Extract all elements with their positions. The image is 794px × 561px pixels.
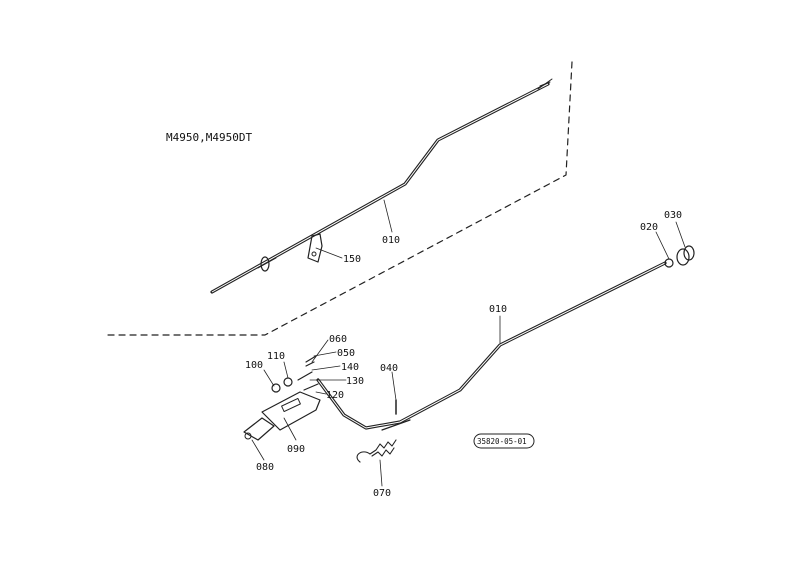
- leader-lines: [251, 199, 686, 487]
- knob-030: [676, 245, 695, 266]
- lower-rod-010: [316, 261, 667, 431]
- label-130: 130: [346, 376, 364, 387]
- label-090: 090: [287, 444, 305, 455]
- model-boundary-dashed: [104, 61, 573, 336]
- label-040: 040: [380, 363, 398, 374]
- label-110: 110: [267, 351, 285, 362]
- upper-rod-collar: [257, 256, 277, 272]
- lever-assembly: [243, 355, 321, 441]
- label-080: 080: [256, 462, 274, 473]
- label-060: 060: [329, 334, 347, 345]
- label-050: 050: [337, 348, 355, 359]
- label-030: 030: [664, 210, 682, 221]
- model-label: M4950,M4950DT: [166, 131, 252, 144]
- upper-rod-010: [210, 78, 553, 294]
- drawing-code: 35820-05-01: [477, 437, 527, 446]
- label-070: 070: [373, 488, 391, 499]
- label-020: 020: [640, 222, 658, 233]
- label-010-upper: 010: [382, 235, 400, 246]
- bracket-150: [307, 233, 323, 263]
- spring-070: [356, 439, 397, 463]
- drawing-code-badge: 35820-05-01: [473, 433, 535, 449]
- label-120: 120: [326, 390, 344, 401]
- label-010-lower: 010: [489, 304, 507, 315]
- label-100: 100: [245, 360, 263, 371]
- label-150: 150: [343, 254, 361, 265]
- label-140: 140: [341, 362, 359, 373]
